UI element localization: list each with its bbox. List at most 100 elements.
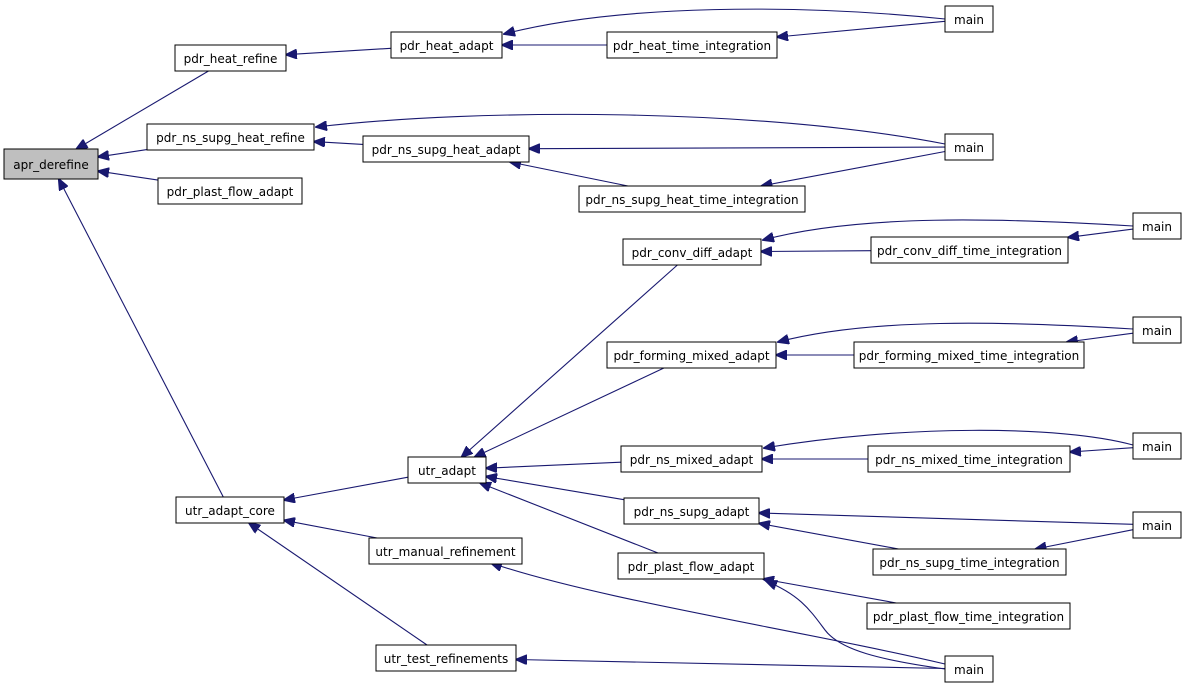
- node-pdr-ns-supg-adapt[interactable]: pdr_ns_supg_adapt: [623, 497, 760, 525]
- edge-pdr_heat_refine-to-apr_derefine: [76, 70, 209, 149]
- node-label: pdr_forming_mixed_time_integration: [859, 349, 1080, 363]
- node-pdr-conv-diff-time-integration[interactable]: pdr_conv_diff_time_integration: [870, 236, 1069, 264]
- node-label: pdr_plast_flow_adapt: [628, 560, 755, 574]
- edge-pdr_ns_mixed_adapt-to-utr_adapt: [486, 461, 622, 468]
- node-pdr-forming-mixed-time-integration[interactable]: pdr_forming_mixed_time_integration: [853, 341, 1085, 369]
- node-box: [620, 445, 763, 473]
- node-box: [362, 135, 530, 163]
- edge-main_4-to-pdr_forming_mixed_adapt: [778, 322, 1134, 342]
- edge-pdr_conv_diff_adapt-to-utr_adapt: [462, 264, 678, 457]
- node-box: [867, 445, 1071, 473]
- node-box: [606, 31, 778, 59]
- node-box: [944, 133, 994, 161]
- node-utr-test-refinements[interactable]: utr_test_refinements: [375, 644, 517, 672]
- node-label: pdr_ns_supg_adapt: [634, 505, 750, 519]
- edge-main_3-to-pdr_conv_diff_adapt: [763, 219, 1134, 240]
- node-box: [157, 177, 303, 205]
- node-box: [390, 31, 503, 59]
- node-pdr-ns-supg-time-integration[interactable]: pdr_ns_supg_time_integration: [872, 548, 1067, 576]
- node-pdr-conv-diff-adapt[interactable]: pdr_conv_diff_adapt: [622, 238, 762, 266]
- node-pdr-forming-mixed-adapt[interactable]: pdr_forming_mixed_adapt: [606, 341, 777, 369]
- node-pdr-plast-flow-adapt-1[interactable]: pdr_plast_flow_adapt: [157, 177, 303, 205]
- node-main-7[interactable]: main: [944, 655, 994, 683]
- edge-main_1-to-pdr_heat_adapt: [504, 8, 946, 34]
- edge-main_3-to-pdr_conv_diff_time_integration: [1068, 228, 1134, 237]
- node-box: [375, 644, 517, 672]
- node-pdr-heat-time-integration[interactable]: pdr_heat_time_integration: [606, 31, 778, 59]
- node-box: [174, 44, 287, 72]
- node-pdr-ns-mixed-adapt[interactable]: pdr_ns_mixed_adapt: [620, 445, 763, 473]
- edge-main_2-to-pdr_ns_supg_heat_refine: [316, 113, 946, 145]
- node-label: utr_test_refinements: [384, 652, 509, 666]
- node-label: pdr_plast_flow_adapt: [167, 185, 294, 199]
- edge-main_6-to-pdr_ns_supg_adapt: [759, 513, 1134, 525]
- node-label: pdr_ns_supg_heat_adapt: [372, 143, 521, 157]
- edge-pdr_forming_mixed_adapt-to-utr_adapt: [475, 367, 665, 457]
- edge-pdr_heat_adapt-to-pdr_heat_refine: [286, 47, 392, 54]
- node-utr-manual-refinement[interactable]: utr_manual_refinement: [368, 537, 523, 565]
- edge-pdr_plast_flow_time_integration-to-pdr_plast_flow_adapt_2: [763, 579, 897, 604]
- node-label: utr_adapt_core: [185, 504, 275, 518]
- node-main-1[interactable]: main: [944, 5, 994, 33]
- edge-pdr_ns_supg_heat_refine-to-apr_derefine: [98, 149, 148, 157]
- node-pdr-plast-flow-adapt-2[interactable]: pdr_plast_flow_adapt: [617, 552, 765, 580]
- node-label: main: [1142, 440, 1172, 454]
- node-box: [407, 456, 487, 484]
- node-box: [866, 602, 1071, 630]
- node-main-5[interactable]: main: [1132, 432, 1182, 460]
- node-box: [944, 5, 994, 33]
- node-main-4[interactable]: main: [1132, 316, 1182, 344]
- node-box: [853, 341, 1085, 369]
- edge-pdr_ns_supg_heat_adapt-to-pdr_ns_supg_heat_refine: [314, 142, 364, 145]
- edge-main_2-to-pdr_ns_supg_heat_time_integration: [761, 150, 946, 187]
- node-main-3[interactable]: main: [1132, 212, 1182, 240]
- node-box: [175, 496, 285, 524]
- edge-pdr_ns_supg_adapt-to-utr_adapt: [486, 477, 625, 501]
- node-label: main: [954, 663, 984, 677]
- edges-layer: [59, 8, 1134, 670]
- edge-main_5-to-pdr_ns_mixed_adapt: [764, 429, 1134, 448]
- node-label: main: [954, 13, 984, 27]
- node-box: [872, 548, 1067, 576]
- edge-pdr_plast_flow_adapt_2-to-utr_adapt: [480, 483, 659, 554]
- node-box: [623, 497, 760, 525]
- node-label: pdr_heat_time_integration: [613, 39, 771, 53]
- edge-main_5-to-pdr_ns_mixed_time_integration: [1070, 448, 1134, 452]
- node-utr-adapt[interactable]: utr_adapt: [407, 456, 487, 484]
- node-box: [617, 552, 765, 580]
- node-label: main: [1142, 519, 1172, 533]
- edge-pdr_ns_supg_time_integration-to-pdr_ns_supg_adapt: [759, 523, 899, 550]
- node-box: [1132, 511, 1182, 539]
- node-box: [3, 148, 99, 180]
- edge-main_2-to-pdr_ns_supg_heat_adapt: [529, 147, 946, 149]
- edge-main_6-to-pdr_ns_supg_time_integration: [1035, 529, 1134, 549]
- node-pdr-ns-supg-heat-adapt[interactable]: pdr_ns_supg_heat_adapt: [362, 135, 530, 163]
- node-label: pdr_conv_diff_adapt: [632, 246, 753, 260]
- node-label: apr_derefine: [13, 158, 89, 172]
- node-apr-derefine[interactable]: apr_derefine: [3, 148, 99, 180]
- node-box: [622, 238, 762, 266]
- edge-main_7-to-utr_test_refinements: [516, 660, 946, 670]
- edge-main_1-to-pdr_heat_time_integration: [777, 20, 946, 37]
- node-box: [368, 537, 523, 565]
- node-box: [606, 341, 777, 369]
- node-label: pdr_ns_mixed_adapt: [630, 453, 754, 467]
- edge-pdr_plast_flow_adapt_1-to-apr_derefine: [98, 171, 159, 181]
- node-pdr-heat-refine[interactable]: pdr_heat_refine: [174, 44, 287, 72]
- node-pdr-heat-adapt[interactable]: pdr_heat_adapt: [390, 31, 503, 59]
- node-box: [146, 123, 315, 151]
- node-main-6[interactable]: main: [1132, 511, 1182, 539]
- node-main-2[interactable]: main: [944, 133, 994, 161]
- node-utr-adapt-core[interactable]: utr_adapt_core: [175, 496, 285, 524]
- node-box: [944, 655, 994, 683]
- node-label: pdr_ns_supg_time_integration: [879, 556, 1059, 570]
- node-pdr-ns-mixed-time-integration[interactable]: pdr_ns_mixed_time_integration: [867, 445, 1071, 473]
- edge-main_7-to-utr_manual_refinement: [491, 563, 946, 665]
- node-pdr-ns-supg-heat-time-integration[interactable]: pdr_ns_supg_heat_time_integration: [578, 185, 806, 213]
- node-box: [1132, 432, 1182, 460]
- edge-pdr_ns_supg_heat_time_integration-to-pdr_ns_supg_heat_adapt: [510, 162, 629, 187]
- node-pdr-ns-supg-heat-refine[interactable]: pdr_ns_supg_heat_refine: [146, 123, 315, 151]
- node-pdr-plast-flow-time-integration[interactable]: pdr_plast_flow_time_integration: [866, 602, 1071, 630]
- node-label: pdr_forming_mixed_adapt: [613, 349, 769, 363]
